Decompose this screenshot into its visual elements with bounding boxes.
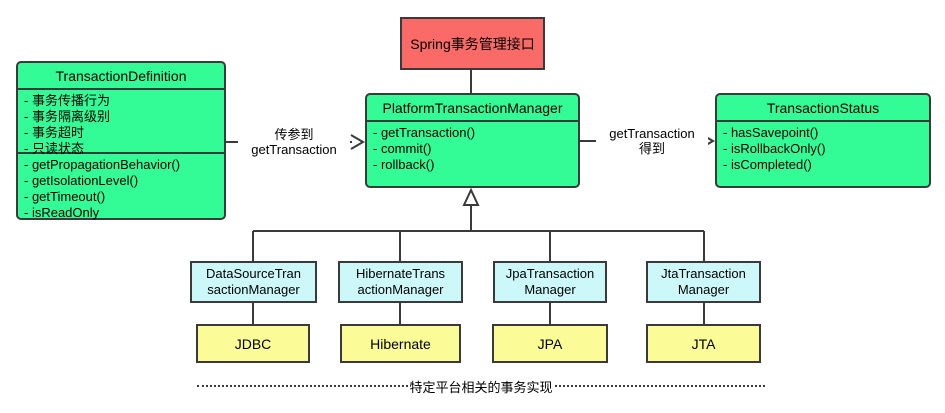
method-item: - isReadOnly xyxy=(24,205,100,220)
transaction-status-box: TransactionStatus - hasSavepoint() - isR… xyxy=(715,93,931,188)
method-item: - isCompleted() xyxy=(723,157,812,172)
footer-divider: 特定平台相关的事务实现 xyxy=(197,378,766,395)
impl-box-line1: JtaTransaction xyxy=(661,266,746,281)
attribute-item: - 只读状态 xyxy=(24,141,84,156)
impl-box-jta: JtaTransaction Manager xyxy=(646,261,761,303)
impl-box-line2: actionManager xyxy=(357,282,444,297)
impl-box-datasource: DataSourceTran sactionManager xyxy=(190,261,317,303)
method-list: - getPropagationBehavior() - getIsolatio… xyxy=(18,152,224,221)
tech-box-label: JTA xyxy=(691,335,716,352)
method-item: - hasSavepoint() xyxy=(723,125,819,140)
method-list: - hasSavepoint() - isRollbackOnly() - is… xyxy=(717,122,929,173)
dotted-line-left xyxy=(197,385,408,387)
tech-box-label: JPA xyxy=(537,335,563,352)
class-title: TransactionStatus xyxy=(717,95,929,122)
attribute-item: - 事务传播行为 xyxy=(24,93,110,108)
footer-label: 特定平台相关的事务实现 xyxy=(409,379,553,395)
left-arrow-label: 传参到 getTransaction xyxy=(238,127,350,157)
method-item: - getTransaction() xyxy=(373,125,476,140)
left-arrow-label-top: 传参到 xyxy=(274,127,314,142)
arrowhead-right-icon xyxy=(350,134,365,150)
attribute-item: - 事务超时 xyxy=(24,125,84,140)
impl-box-line2: Manager xyxy=(524,282,576,297)
method-item: - rollback() xyxy=(373,157,435,172)
impl-box-line1: DataSourceTran xyxy=(206,266,301,281)
left-arrow-label-bottom: getTransaction xyxy=(251,142,337,157)
impl-box-line1: JpaTransaction xyxy=(505,266,595,281)
dotted-line-right xyxy=(554,385,766,387)
tech-box-jta: JTA xyxy=(646,324,761,363)
right-arrow-label-top: getTransaction xyxy=(609,126,695,141)
method-item: - getPropagationBehavior() xyxy=(24,157,181,172)
right-arrow-label: getTransaction 得到 xyxy=(596,126,708,156)
generalization-triangle-icon xyxy=(462,187,480,206)
impl-box-line2: Manager xyxy=(677,282,730,297)
tech-box-jpa: JPA xyxy=(492,324,608,363)
impl-box-jpa: JpaTransaction Manager xyxy=(493,261,607,303)
class-title: TransactionDefinition xyxy=(18,63,224,90)
right-arrow-label-bottom: 得到 xyxy=(638,141,665,156)
class-title: PlatformTransactionManager xyxy=(367,95,578,122)
attribute-item: - 事务隔离级别 xyxy=(24,109,110,124)
tech-box-hibernate: Hibernate xyxy=(340,324,461,363)
platform-transaction-manager-box: PlatformTransactionManager - getTransact… xyxy=(365,93,580,188)
interface-box-label: Spring事务管理接口 xyxy=(410,35,535,52)
tech-box-jdbc: JDBC xyxy=(196,324,310,363)
impl-box-line2: sactionManager xyxy=(207,282,300,297)
method-item: - getTimeout() xyxy=(24,189,106,204)
attribute-list: - 事务传播行为 - 事务隔离级别 - 事务超时 - 只读状态 xyxy=(18,90,224,156)
method-item: - getIsolationLevel() xyxy=(24,173,139,188)
method-list: - getTransaction() - commit() - rollback… xyxy=(367,122,578,173)
method-item: - commit() xyxy=(373,141,432,156)
impl-box-hibernate: HibernateTrans actionManager xyxy=(338,261,463,303)
tech-box-label: JDBC xyxy=(234,335,272,352)
interface-box: Spring事务管理接口 xyxy=(400,17,545,70)
transaction-definition-box: TransactionDefinition - 事务传播行为 - 事务隔离级别 … xyxy=(16,61,226,220)
method-item: - isRollbackOnly() xyxy=(723,141,826,156)
tech-box-label: Hibernate xyxy=(370,335,431,352)
impl-box-line1: HibernateTrans xyxy=(355,266,446,281)
